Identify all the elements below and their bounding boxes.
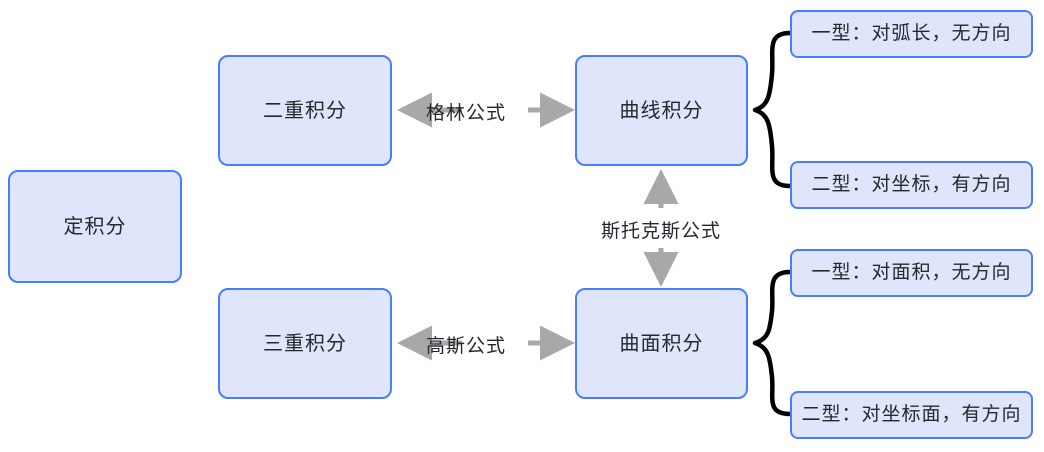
node-surface-integral[interactable]: 曲面积分 — [575, 288, 748, 399]
brace-line-integral — [752, 30, 793, 189]
node-double-integral[interactable]: 二重积分 — [218, 55, 392, 166]
edge-label-green-formula: 格林公式 — [425, 103, 506, 124]
edge-label-gauss-formula: 高斯公式 — [425, 336, 506, 357]
node-surface-type-2[interactable]: 二型：对坐标面，有方向 — [790, 391, 1033, 439]
node-line-integral[interactable]: 曲线积分 — [575, 55, 748, 166]
node-line-type-1[interactable]: 一型：对弧长，无方向 — [790, 10, 1033, 58]
node-surface-type-1[interactable]: 一型：对面积，无方向 — [790, 249, 1033, 297]
node-triple-integral[interactable]: 三重积分 — [218, 288, 392, 399]
node-line-type-2[interactable]: 二型：对坐标，有方向 — [790, 161, 1033, 209]
edge-label-stokes-formula: 斯托克斯公式 — [600, 221, 721, 242]
node-definite-integral[interactable]: 定积分 — [8, 170, 182, 283]
brace-surface-integral — [752, 269, 793, 417]
